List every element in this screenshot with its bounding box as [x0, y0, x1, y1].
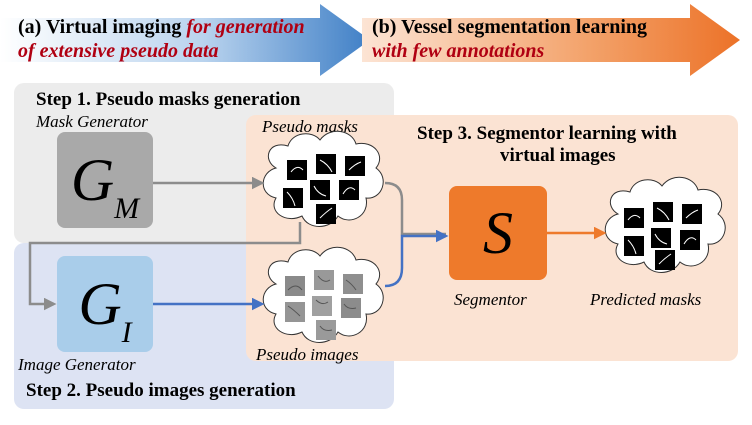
header-banner-arrows [0, 4, 740, 76]
gi-main: G [78, 271, 122, 337]
arrow-a-shape [0, 4, 370, 76]
gm-symbol: GM [70, 147, 139, 224]
pred-thumb-7 [655, 250, 675, 270]
segmentor-label: Segmentor [454, 290, 527, 309]
step3-title-line1: Step 3. Segmentor learning with [417, 123, 677, 144]
header-a-bold: (a) Virtual imaging [18, 16, 187, 38]
arrow-images-to-segmentor [384, 229, 449, 288]
pred-thumb-6 [624, 236, 644, 256]
segmentor-symbol: S [483, 200, 513, 266]
gm-sub: M [114, 192, 140, 225]
header-a-line2: of extensive pseudo data [18, 40, 219, 62]
step3-title-line2: virtual images [500, 145, 616, 166]
header-a-line1: (a) Virtual imaging for generation [18, 16, 305, 38]
image-generator-box: GI [57, 256, 153, 352]
pred-thumb-5 [680, 230, 700, 250]
mask-thumb-5 [339, 180, 359, 200]
step1-title: Step 1. Pseudo masks generation [36, 89, 301, 110]
predicted-masks-label: Predicted masks [590, 290, 702, 309]
step2-title: Step 2. Pseudo images generation [26, 380, 296, 401]
pred-thumb-3 [682, 204, 702, 224]
gi-symbol: GI [78, 271, 131, 348]
header-b-line2: with few annotations [372, 40, 545, 62]
arrow-masks-to-segmentor [384, 181, 446, 236]
mask-thumb-3 [345, 156, 365, 176]
pred-thumb-4 [651, 228, 671, 248]
pseudo-images-label: Pseudo images [256, 345, 359, 364]
header-b-line1: (b) Vessel segmentation learning [372, 16, 647, 38]
mask-generator-label: Mask Generator [36, 112, 148, 131]
gi-sub: I [121, 316, 132, 349]
arrow-masks-to-gi [28, 222, 302, 311]
image-thumb-3 [343, 274, 363, 294]
header-a-red1: for generation [186, 16, 305, 38]
mask-thumb-4 [310, 180, 330, 200]
segmentor-box: S [449, 186, 547, 280]
mask-generator-box: GM [57, 132, 153, 228]
mask-thumb-1 [287, 160, 307, 180]
pred-thumb-1 [624, 208, 644, 228]
mask-thumb-7 [316, 204, 336, 224]
pseudo-mask-thumbnails [283, 154, 365, 224]
image-generator-label: Image Generator [18, 355, 136, 374]
image-thumb-2 [314, 270, 334, 290]
pseudo-image-thumbnails [285, 270, 363, 340]
arrow-b-shape [362, 4, 740, 76]
predicted-mask-thumbnails [624, 202, 702, 270]
image-thumb-4 [312, 296, 332, 316]
mask-thumb-6 [283, 188, 303, 208]
gm-main: G [70, 147, 115, 213]
